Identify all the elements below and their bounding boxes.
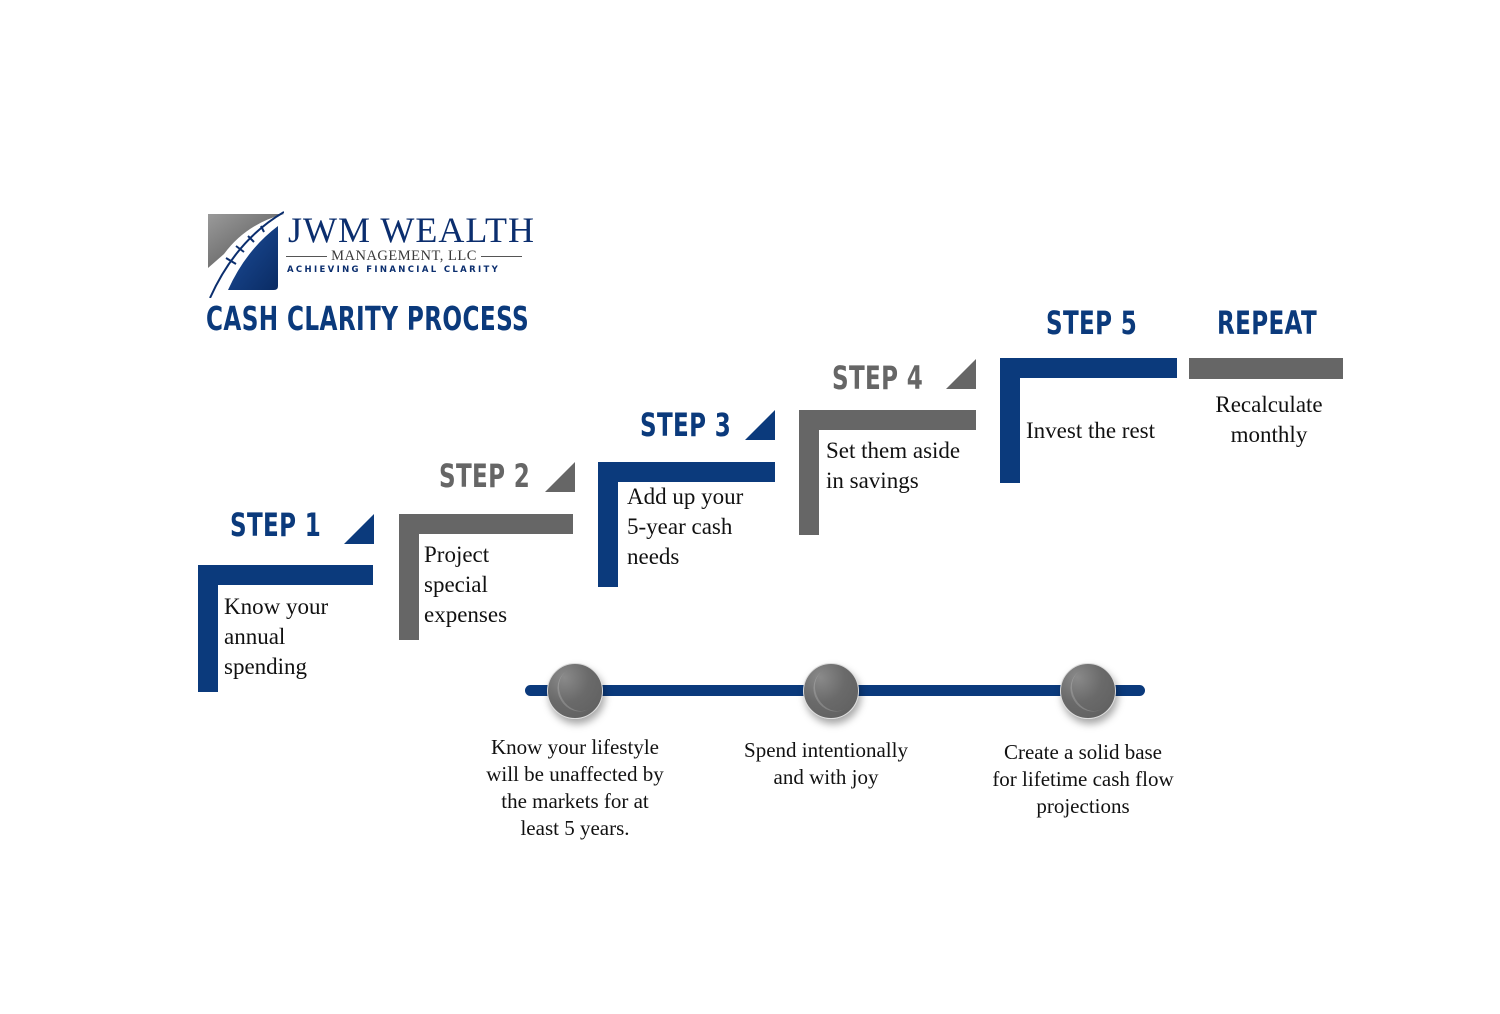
step-5-bracket — [1000, 358, 1177, 483]
step-2-label: STEP 2 — [439, 457, 531, 495]
repeat-line: monthly — [1230, 422, 1308, 447]
step-3-line: 5-year cash — [627, 514, 733, 539]
step-1-description: Know your annual spending — [224, 592, 328, 682]
brand-subtitle: MANAGEMENT, LLC — [286, 249, 522, 264]
step-1-label: STEP 1 — [230, 506, 322, 544]
timeline-dot-2 — [803, 663, 859, 719]
logo-mark-icon — [206, 210, 285, 299]
brand-subtitle-text: MANAGEMENT, LLC — [331, 248, 477, 264]
step-3-triangle-icon — [745, 410, 775, 440]
repeat-line: Recalculate — [1215, 392, 1323, 417]
brand-tagline: ACHIEVING FINANCIAL CLARITY — [287, 265, 501, 275]
brand-name: JWM WEALTH — [288, 210, 535, 250]
benefit-2-line: Spend intentionally — [744, 738, 908, 762]
step-5-line: Invest the rest — [1026, 418, 1156, 443]
step-4-bracket — [799, 410, 976, 535]
repeat-bar — [1189, 358, 1343, 379]
benefit-1: Know your lifestyle will be unaffected b… — [455, 734, 695, 842]
benefit-3: Create a solid base for lifetime cash fl… — [963, 739, 1203, 820]
benefit-3-line: Create a solid base — [1003, 740, 1163, 764]
step-1-bracket — [198, 565, 373, 692]
step-3-label: STEP 3 — [640, 406, 732, 444]
repeat-label: REPEAT — [1217, 304, 1318, 342]
step-5-description: Invest the rest — [1026, 416, 1155, 446]
step-2-line: expenses — [424, 602, 508, 627]
step-1-line: annual — [224, 624, 286, 649]
step-2-line: special — [424, 572, 488, 597]
step-2-bracket — [399, 514, 573, 640]
step-2-line: Project — [424, 542, 490, 567]
timeline-dot-1 — [547, 663, 603, 719]
step-1-line: Know your — [224, 594, 329, 619]
step-4-label: STEP 4 — [832, 359, 924, 397]
step-2-description: Project special expenses — [424, 540, 507, 630]
divider — [286, 255, 328, 257]
page-title: CASH CLARITY PROCESS — [206, 299, 530, 338]
timeline-dot-3 — [1060, 663, 1116, 719]
step-1-triangle-icon — [344, 514, 374, 544]
step-4-description: Set them aside in savings — [826, 436, 960, 496]
benefit-1-line: the markets for at — [501, 789, 649, 813]
step-4-line: Set them aside — [826, 438, 961, 463]
step-4-line: in savings — [826, 468, 919, 493]
benefit-2: Spend intentionally and with joy — [706, 737, 946, 791]
step-5-label: STEP 5 — [1046, 304, 1138, 342]
benefit-1-line: Know your lifestyle — [491, 735, 659, 759]
step-3-description: Add up your 5-year cash needs — [627, 482, 743, 572]
step-3-line: needs — [627, 544, 680, 569]
benefit-1-line: least 5 years. — [520, 816, 630, 840]
step-3-line: Add up your — [627, 484, 744, 509]
repeat-description: Recalculate monthly — [1189, 390, 1349, 450]
benefit-1-line: will be unaffected by — [486, 762, 664, 786]
step-2-triangle-icon — [545, 462, 575, 492]
step-4-triangle-icon — [946, 359, 976, 389]
step-1-line: spending — [224, 654, 308, 679]
step-3-bracket — [598, 462, 775, 587]
benefit-3-line: projections — [1036, 794, 1130, 818]
benefit-2-line: and with joy — [773, 765, 879, 789]
divider — [480, 255, 522, 257]
benefit-3-line: for lifetime cash flow — [992, 767, 1174, 791]
